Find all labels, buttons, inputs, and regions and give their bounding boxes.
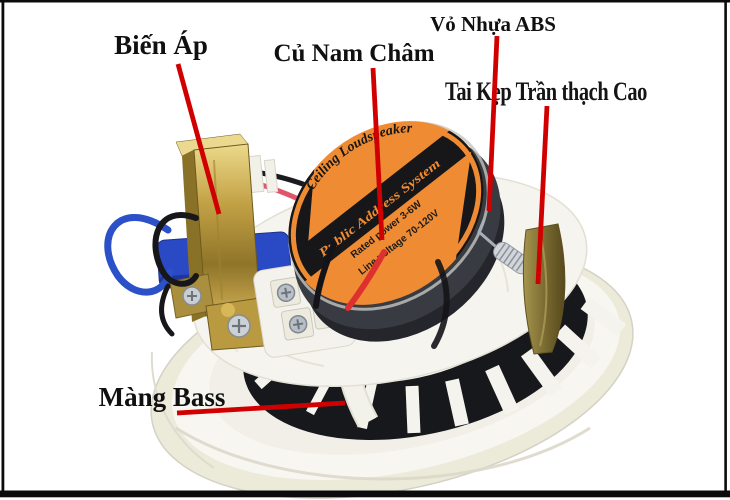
annotations: Biến Áp Củ Nam Châm Vỏ Nhựa ABS Tai Kẹp …: [99, 12, 648, 416]
pointer-abs-housing: [486, 35, 500, 212]
spring-hook: [477, 219, 503, 254]
label-magnet: Củ Nam Châm: [273, 40, 434, 67]
label-abs-housing: Vỏ Nhựa ABS: [430, 12, 556, 36]
pointer-ceiling-clamp: [535, 105, 550, 285]
label-bass-membrane: Màng Bass: [99, 382, 226, 412]
label-ceiling-clamp: Tai Kẹp Trần thạch Cao: [445, 77, 647, 106]
black-wire-loop: [152, 212, 199, 287]
front-wires: [313, 241, 450, 349]
speaker-photo: Ceiling Loudspeaker Public Address Syste…: [104, 101, 634, 499]
ceiling-clamp: [477, 219, 566, 355]
black-wire-drop: [313, 241, 337, 309]
pointer-lines: [175, 35, 550, 416]
clamp-arm: [522, 223, 566, 355]
label-transformer: Biến Áp: [114, 30, 208, 60]
pointer-magnet: [370, 67, 385, 241]
blue-wire-loop: [104, 214, 174, 296]
pointer-bass-membrane: [176, 400, 346, 416]
red-wire-drop: [345, 249, 387, 311]
pointer-transformer: [175, 63, 222, 215]
clamp-spring: [493, 241, 531, 275]
wire-loops: [104, 212, 199, 337]
